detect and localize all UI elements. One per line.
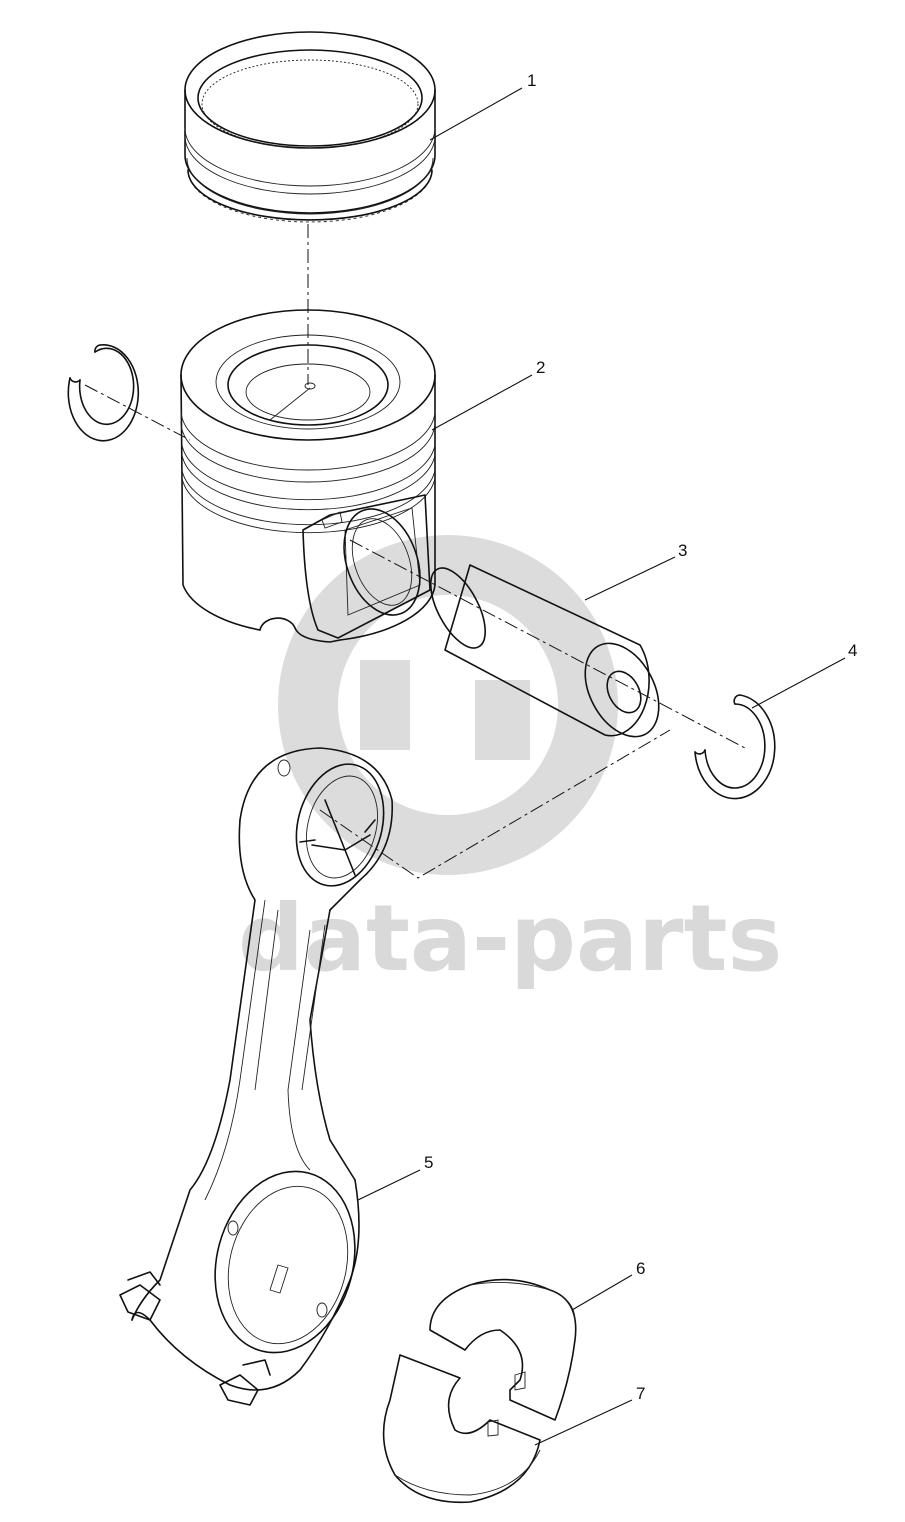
leader-lines: [357, 87, 846, 1446]
watermark-logo: [278, 535, 618, 875]
rod-axis-line: [319, 729, 671, 879]
callout-7: 7: [636, 1384, 645, 1403]
piston-ring-set: [184, 31, 436, 223]
snap-ring-left: [67, 344, 140, 442]
callout-3: 3: [678, 541, 687, 560]
callout-5: 5: [424, 1153, 433, 1172]
watermark-text: data-parts: [238, 885, 782, 992]
callout-1: 1: [527, 71, 536, 90]
connecting-rod: [119, 747, 394, 1406]
callout-2: 2: [536, 358, 545, 377]
callout-4: 4: [848, 641, 857, 660]
bearing-shell-lower: [382, 1354, 541, 1504]
piston: [180, 309, 436, 643]
callout-labels: 1 2 3 4 5 6 7: [424, 71, 857, 1403]
piston-pin: [430, 564, 660, 738]
callout-6: 6: [636, 1259, 645, 1278]
left-ring-axis-line: [84, 384, 191, 441]
snap-ring-right: [694, 694, 776, 800]
bearing-shell-upper: [429, 1278, 577, 1421]
